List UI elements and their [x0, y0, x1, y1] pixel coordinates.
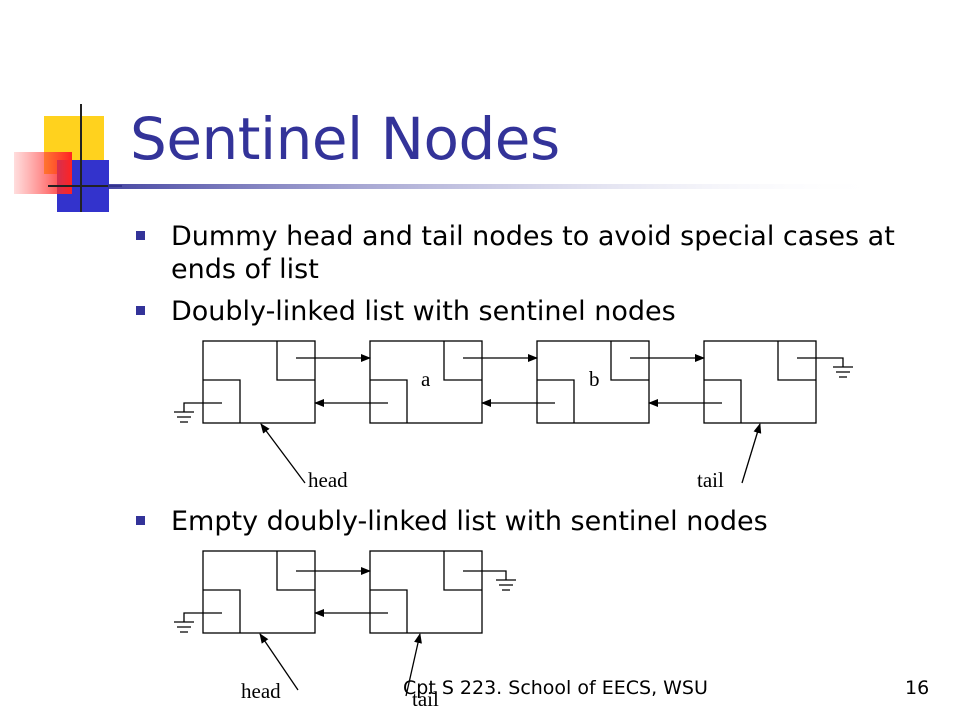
node-label: a [421, 367, 431, 391]
head-label: head [308, 468, 348, 492]
null-ground-symbol [174, 612, 222, 633]
node-label: b [589, 367, 600, 391]
title-decoration [14, 104, 888, 212]
empty-doubly-linked-list-diagram [174, 550, 516, 697]
head-sentinel-node [202, 340, 316, 424]
page-number: 16 [905, 677, 930, 699]
head-pointer-arrow [259, 633, 299, 691]
null-ground-symbol [463, 570, 516, 591]
slide-title: Sentinel Nodes [130, 105, 560, 173]
list-node [369, 340, 483, 424]
slide-footer: Cpt S 223. School of EECS, WSU [403, 677, 708, 699]
tail-sentinel-node [369, 550, 483, 634]
tail-pointer-arrow [741, 423, 762, 484]
bullet-text: Empty doubly-linked list with sentinel n… [171, 506, 768, 537]
bullet-square [136, 231, 145, 240]
tail-sentinel-node [703, 340, 817, 424]
null-ground-symbol [174, 402, 222, 423]
tail-label: tail [697, 468, 724, 492]
tail-pointer-arrow [405, 633, 422, 697]
head-sentinel-node [202, 550, 316, 634]
doubly-linked-list-diagram [174, 340, 853, 484]
title-underline [108, 184, 888, 189]
null-ground-symbol [797, 357, 853, 378]
bullet-square [136, 306, 145, 315]
head-label: head [241, 679, 281, 703]
tail-label: tail [412, 687, 439, 711]
list-node [536, 340, 650, 424]
bullet-text: Dummy head and tail nodes to avoid speci… [171, 221, 895, 285]
bullet-text: Doubly-linked list with sentinel nodes [171, 296, 676, 327]
head-pointer-arrow [260, 423, 306, 484]
bullet-square [136, 516, 145, 525]
